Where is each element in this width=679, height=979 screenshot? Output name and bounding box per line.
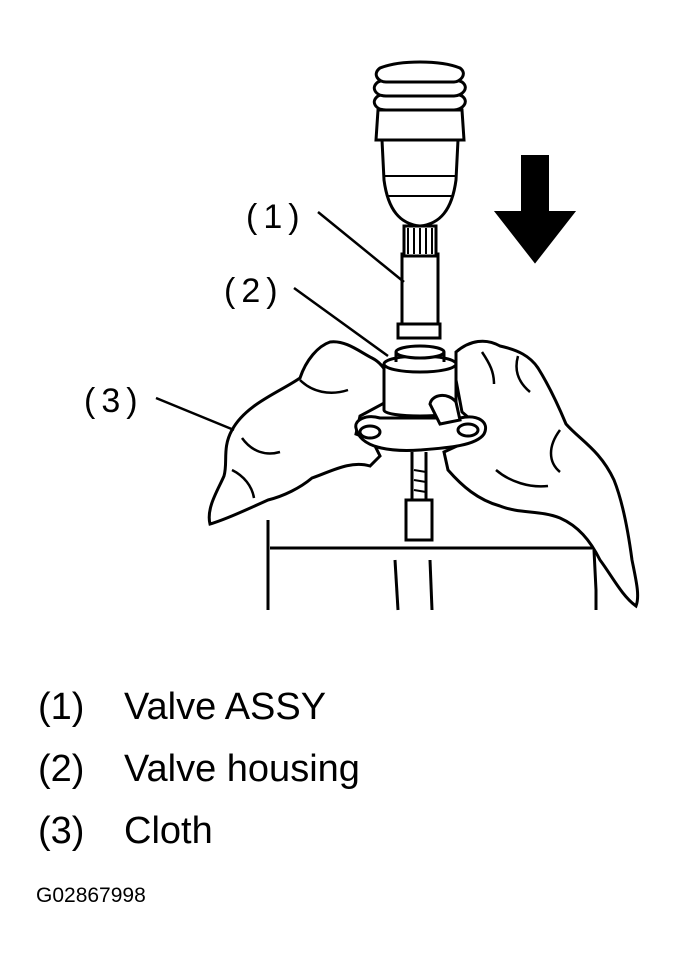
legend-item: (2) Valve housing	[38, 746, 360, 808]
cloth-right	[442, 339, 640, 609]
valve-assy	[396, 224, 442, 340]
cloth	[207, 340, 388, 526]
valve-housing	[354, 344, 487, 542]
down-arrow-icon	[493, 155, 577, 264]
callout-3: (3)	[84, 382, 144, 420]
callout-1: (1)	[246, 198, 306, 236]
legend-label: Valve housing	[124, 748, 360, 790]
callout-2: (2)	[224, 272, 284, 310]
legend-item: (3) Cloth	[38, 808, 360, 870]
legend-label: Valve ASSY	[124, 686, 327, 728]
legend-number: (2)	[38, 748, 85, 790]
legend-number: (1)	[38, 686, 85, 728]
legend-item: (1) Valve ASSY	[38, 684, 360, 746]
leader-lines	[155, 211, 405, 432]
press-socket	[372, 60, 467, 228]
legend: (1) Valve ASSY (2) Valve housing (3) Clo…	[38, 684, 360, 870]
legend-label: Cloth	[124, 810, 213, 852]
legend-number: (3)	[38, 810, 85, 852]
illustration: (1) (2) (3)	[84, 60, 640, 611]
cloth-folds	[231, 351, 562, 499]
figure-id: G02867998	[36, 884, 146, 907]
